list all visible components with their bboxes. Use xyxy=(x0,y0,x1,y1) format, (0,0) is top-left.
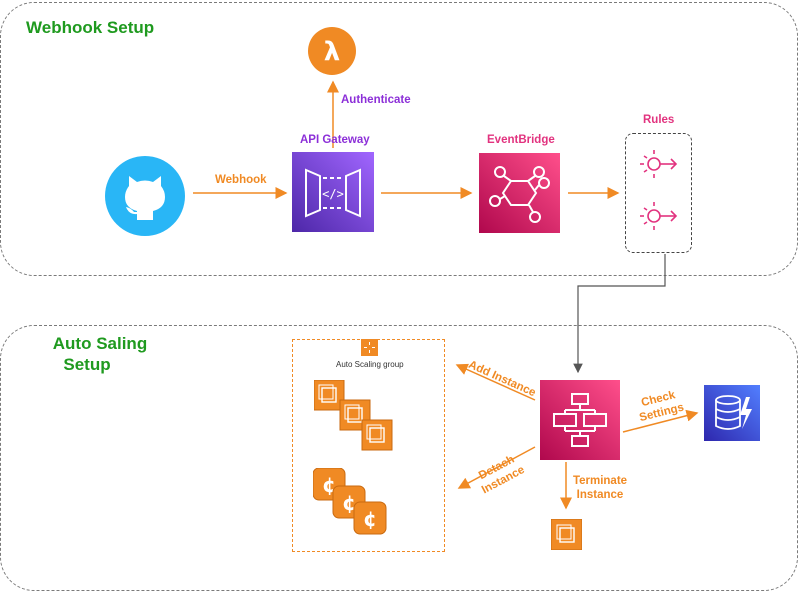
terminated-instance-node xyxy=(550,518,583,551)
github-node xyxy=(105,156,185,236)
authenticate-label: Authenticate xyxy=(341,94,411,106)
ec2-instance-icon xyxy=(361,419,393,451)
auto-scaling-group-icon xyxy=(361,339,378,356)
step-functions-node xyxy=(540,380,620,460)
rule-icon xyxy=(640,202,678,230)
webhook-setup-title: Webhook Setup xyxy=(26,18,155,37)
terminate-instance-label: Terminate Instance xyxy=(570,474,630,502)
api-gateway-icon: </> xyxy=(292,152,374,232)
github-icon xyxy=(105,156,185,236)
svg-text:¢: ¢ xyxy=(342,491,356,515)
auto-scaling-group-label: Auto Scaling group xyxy=(336,360,404,369)
check-settings-arrow xyxy=(622,409,699,433)
rule-icon xyxy=(640,150,678,178)
api-gateway-label: API Gateway xyxy=(300,134,370,146)
step-functions-icon xyxy=(540,380,620,460)
eventbridge-label: EventBridge xyxy=(487,134,555,146)
ec2-instance-icon xyxy=(313,379,345,411)
webhook-setup-group xyxy=(0,2,798,276)
autoscaling-setup-group xyxy=(0,325,798,591)
detach-instance-arrow xyxy=(457,446,536,489)
rules-icons xyxy=(640,150,678,230)
add-instance-arrow xyxy=(455,363,536,401)
rules-label: Rules xyxy=(643,114,675,126)
spot-instance-icon: ¢ xyxy=(353,501,387,535)
rules-container xyxy=(625,133,692,253)
lambda-node: λ xyxy=(308,27,356,75)
dynamodb-icon xyxy=(704,385,760,441)
svg-text:λ: λ xyxy=(324,37,340,67)
autoscaling-title-line2: Setup xyxy=(63,355,111,374)
spot-instances-stack: ¢ ¢ ¢ xyxy=(312,467,388,538)
ec2-instance-icon xyxy=(339,399,371,431)
webhook-label: Webhook xyxy=(215,174,267,186)
ec2-instances-stack xyxy=(313,379,394,455)
eventbridge-node xyxy=(479,153,560,233)
eventbridge-icon xyxy=(479,153,560,233)
svg-text:¢: ¢ xyxy=(322,473,336,497)
ec2-instance-icon xyxy=(550,518,583,551)
svg-text:¢: ¢ xyxy=(363,507,377,531)
lambda-icon: λ xyxy=(308,27,356,75)
terminate-label-line2: Instance xyxy=(576,489,624,501)
autoscaling-setup-title: Auto Saling Setup xyxy=(50,333,150,375)
autoscaling-title-line1: Auto Saling xyxy=(52,334,148,353)
rules-to-stepfunctions-arrow xyxy=(573,254,666,374)
dynamodb-node xyxy=(704,385,760,441)
svg-text:</>: </> xyxy=(322,187,344,201)
terminate-label-line1: Terminate xyxy=(572,475,628,487)
api-gateway-node: </> xyxy=(292,152,374,232)
